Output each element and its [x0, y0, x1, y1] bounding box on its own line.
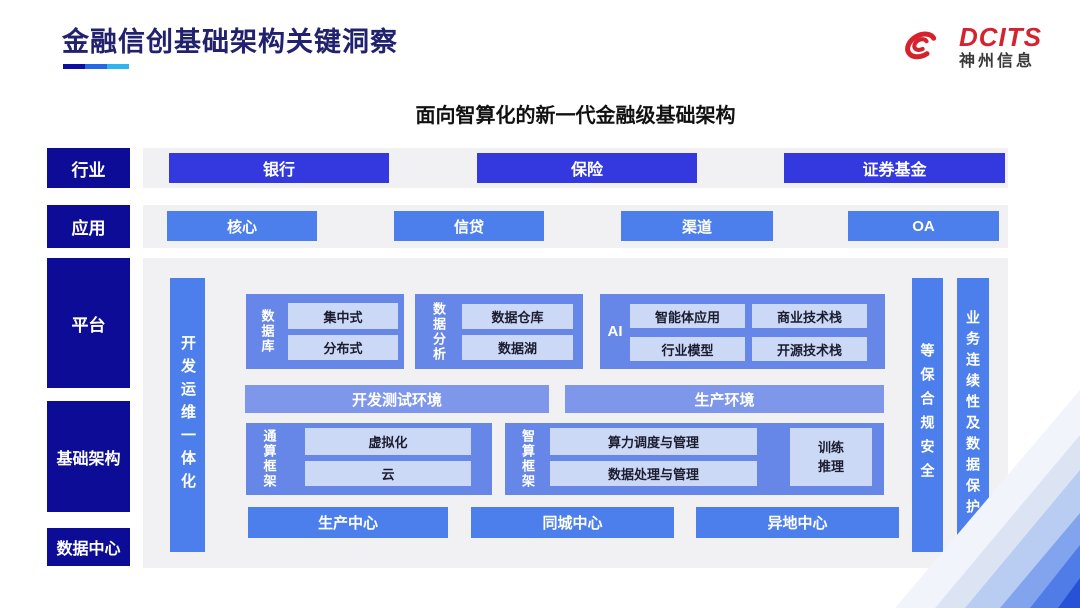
logo-swirl-icon	[893, 18, 951, 77]
side-label-platform: 平台	[47, 258, 130, 388]
side-label-application: 应用	[47, 205, 130, 248]
env-devtest-bar: 开发测试环境	[245, 385, 549, 413]
underline-segment	[85, 64, 107, 69]
security-compliance-bar: 等保合规安全	[912, 278, 943, 552]
underline-segment	[107, 64, 129, 69]
title-underline	[63, 64, 129, 69]
ic-item-training-inference: 训练 推理	[790, 428, 872, 486]
diagram-subtitle: 面向智算化的新一代金融级基础架构	[415, 105, 736, 127]
gc-item-cloud: 云	[305, 461, 471, 486]
platform-panel: 开发运维一体化 数据库 集中式 分布式 数据分析 数据仓库 数据湖 AI 智能体…	[143, 258, 1008, 568]
center-same-city: 同城中心	[471, 507, 674, 538]
industry-item-bank: 银行	[169, 153, 389, 183]
database-item-distributed: 分布式	[288, 335, 398, 360]
ai-item-industry-models: 行业模型	[630, 337, 745, 361]
logo-brand-text: DCITS	[959, 21, 1042, 52]
industry-row: 银行 保险 证券基金	[143, 148, 1008, 188]
env-production-bar: 生产环境	[565, 385, 884, 413]
intelligent-compute-label: 智算框架	[520, 429, 535, 489]
application-item-core: 核心	[167, 211, 317, 241]
application-item-channel: 渠道	[621, 211, 773, 241]
ai-item-opensource-stack: 开源技术栈	[752, 337, 867, 361]
database-label: 数据库	[259, 309, 275, 354]
side-label-datacenter: 数据中心	[47, 528, 130, 566]
general-compute-label: 通算框架	[261, 429, 277, 489]
ai-label: AI	[607, 323, 623, 340]
dcits-logo: DCITS 神州信息	[893, 18, 1042, 77]
database-box: 数据库 集中式 分布式	[246, 294, 404, 369]
center-production: 生产中心	[248, 507, 448, 538]
industry-item-securities: 证券基金	[784, 153, 1005, 183]
intelligent-compute-box: 智算框架 算力调度与管理 数据处理与管理 训练 推理	[505, 423, 884, 495]
application-item-oa: OA	[848, 211, 999, 241]
ai-box: AI 智能体应用 商业技术栈 行业模型 开源技术栈	[600, 294, 885, 369]
page-title: 金融信创基础架构关键洞察	[62, 27, 398, 57]
application-item-credit: 信贷	[394, 211, 544, 241]
devops-bar: 开发运维一体化	[170, 278, 205, 552]
analytics-item-warehouse: 数据仓库	[462, 304, 573, 329]
ai-item-commercial-stack: 商业技术栈	[752, 304, 867, 328]
general-compute-box: 通算框架 虚拟化 云	[246, 423, 492, 495]
underline-segment	[63, 64, 85, 69]
analytics-box: 数据分析 数据仓库 数据湖	[415, 294, 583, 369]
industry-item-insurance: 保险	[477, 153, 697, 183]
center-remote: 异地中心	[696, 507, 899, 538]
ic-item-compute-scheduling: 算力调度与管理	[550, 428, 757, 455]
analytics-item-lake: 数据湖	[462, 335, 573, 360]
side-label-industry: 行业	[47, 148, 130, 188]
corner-decoration	[895, 390, 1080, 608]
database-item-centralized: 集中式	[288, 303, 398, 329]
ai-item-agent-apps: 智能体应用	[630, 304, 745, 328]
ic-item-data-processing: 数据处理与管理	[550, 461, 757, 486]
logo-company-text: 神州信息	[959, 53, 1036, 71]
analytics-label: 数据分析	[431, 301, 446, 362]
application-row: 核心 信贷 渠道 OA	[143, 205, 1008, 248]
side-label-infrastructure: 基础架构	[47, 401, 130, 512]
gc-item-virtualization: 虚拟化	[305, 428, 471, 455]
